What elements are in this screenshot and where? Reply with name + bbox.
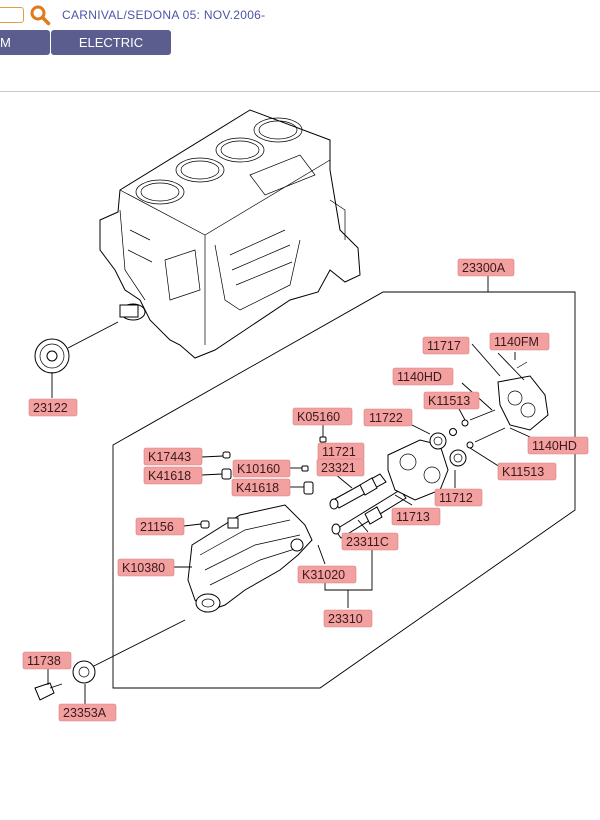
search-input[interactable] bbox=[0, 7, 24, 23]
svg-text:11721: 11721 bbox=[322, 445, 356, 459]
svg-text:K31020: K31020 bbox=[302, 568, 345, 582]
label-1140HD: 1140HD bbox=[392, 367, 454, 386]
label-11722: 11722 bbox=[363, 408, 413, 427]
label-K11513-2: K11513 bbox=[497, 462, 557, 481]
label-K10380: K10380 bbox=[117, 558, 175, 577]
svg-text:1140HD: 1140HD bbox=[397, 370, 442, 384]
svg-text:23300A: 23300A bbox=[462, 261, 506, 275]
tab-m[interactable]: M bbox=[0, 30, 50, 55]
svg-text:K11513: K11513 bbox=[428, 394, 470, 408]
svg-text:23122: 23122 bbox=[33, 401, 68, 415]
label-K10160: K10160 bbox=[232, 459, 291, 478]
crank-sprocket bbox=[34, 321, 119, 398]
bolts-washers bbox=[449, 352, 531, 468]
label-1140FM: 1140FM bbox=[489, 332, 550, 351]
oil-pump-housing bbox=[187, 504, 313, 613]
svg-text:K10160: K10160 bbox=[237, 462, 280, 476]
label-11712: 11712 bbox=[434, 488, 483, 507]
svg-text:K10380: K10380 bbox=[122, 561, 165, 575]
svg-text:23310: 23310 bbox=[328, 612, 363, 626]
svg-text:K41618: K41618 bbox=[236, 481, 279, 495]
label-K11513: K11513 bbox=[423, 391, 480, 410]
drive-bolt-sprocket bbox=[34, 660, 96, 704]
label-23122: 23122 bbox=[28, 398, 78, 417]
svg-text:K11513: K11513 bbox=[502, 465, 544, 479]
svg-text:K05160: K05160 bbox=[297, 410, 340, 424]
svg-text:11738: 11738 bbox=[27, 654, 61, 668]
svg-text:23321: 23321 bbox=[321, 461, 356, 475]
small-fittings bbox=[183, 425, 327, 529]
search-icon[interactable] bbox=[29, 4, 51, 26]
label-23300A: 23300A bbox=[457, 258, 515, 277]
label-23310: 23310 bbox=[323, 609, 373, 628]
label-21156: 21156 bbox=[135, 517, 185, 536]
svg-text:1140HD: 1140HD bbox=[532, 439, 577, 453]
label-11738: 11738 bbox=[22, 651, 72, 670]
svg-text:11722: 11722 bbox=[369, 411, 403, 425]
model-title: CARNIVAL/SEDONA 05: NOV.2006- bbox=[62, 8, 266, 22]
label-K41618: K41618 bbox=[143, 466, 203, 485]
label-K17443: K17443 bbox=[143, 447, 203, 466]
top-toolbar: CARNIVAL/SEDONA 05: NOV.2006- bbox=[0, 0, 600, 30]
label-K41618-2: K41618 bbox=[231, 478, 291, 497]
svg-text:23353A: 23353A bbox=[63, 706, 107, 720]
svg-text:23311C: 23311C bbox=[346, 535, 389, 549]
label-23321: 23321 bbox=[316, 458, 365, 477]
divider bbox=[0, 91, 600, 92]
engine-block-illustration bbox=[99, 109, 361, 359]
label-11713: 11713 bbox=[391, 507, 441, 526]
tab-label: ELECTRIC bbox=[78, 35, 144, 50]
svg-text:K41618: K41618 bbox=[148, 469, 191, 483]
svg-text:21156: 21156 bbox=[140, 520, 174, 534]
label-K05160: K05160 bbox=[292, 407, 353, 426]
assembly-outline bbox=[112, 291, 576, 689]
svg-text:11713: 11713 bbox=[396, 510, 430, 524]
label-11717: 11717 bbox=[422, 336, 470, 355]
part-labels: 23300A 11717 1140FM 1140HD K11513 K05160… bbox=[22, 258, 589, 722]
label-11721: 11721 bbox=[317, 442, 365, 461]
label-23311C: 23311C bbox=[341, 532, 399, 551]
svg-text:K17443: K17443 bbox=[148, 450, 191, 464]
svg-text:11717: 11717 bbox=[427, 339, 461, 353]
svg-text:11712: 11712 bbox=[439, 491, 473, 505]
label-1140HD-2: 1140HD bbox=[527, 436, 589, 455]
svg-text:1140FM: 1140FM bbox=[494, 335, 539, 349]
tab-label: M bbox=[0, 35, 11, 50]
label-K31020: K31020 bbox=[297, 565, 357, 584]
tab-electric[interactable]: ELECTRIC bbox=[51, 30, 171, 55]
balance-shafts bbox=[329, 473, 407, 539]
label-23353A: 23353A bbox=[58, 703, 117, 722]
rear-cover bbox=[471, 343, 549, 431]
